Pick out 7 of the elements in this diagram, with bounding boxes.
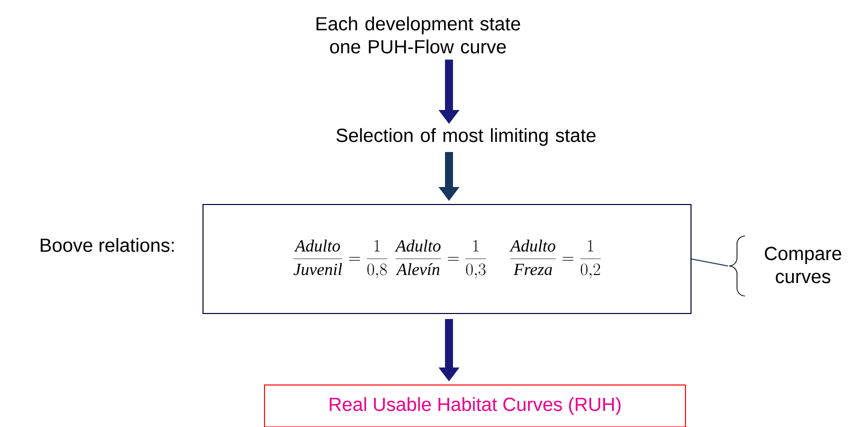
caption-text: Selection of most limiting state [336,128,596,146]
brace-label: Compare curves [764,246,842,284]
caption-text: Each development state one PUH-Flow curve [316,16,520,54]
side-label: Boove relations: [40,238,174,252]
connector-line [691,258,728,266]
result-box: Real Usable Habitat Curves (RUH) [264,384,686,427]
formula-box: $\frac{\textit{Adulto}}{\textit{Juvenil}}=\frac{1}{0{,}8}$ $\frac{\textit{Adulto}}{\textit{Alevín}}=\frac{1}{0{,}3}$ $\frac{\textit{Adulto}}{\textit{Freza}}=\frac{1}{0{,}2}$ [202,204,692,314]
